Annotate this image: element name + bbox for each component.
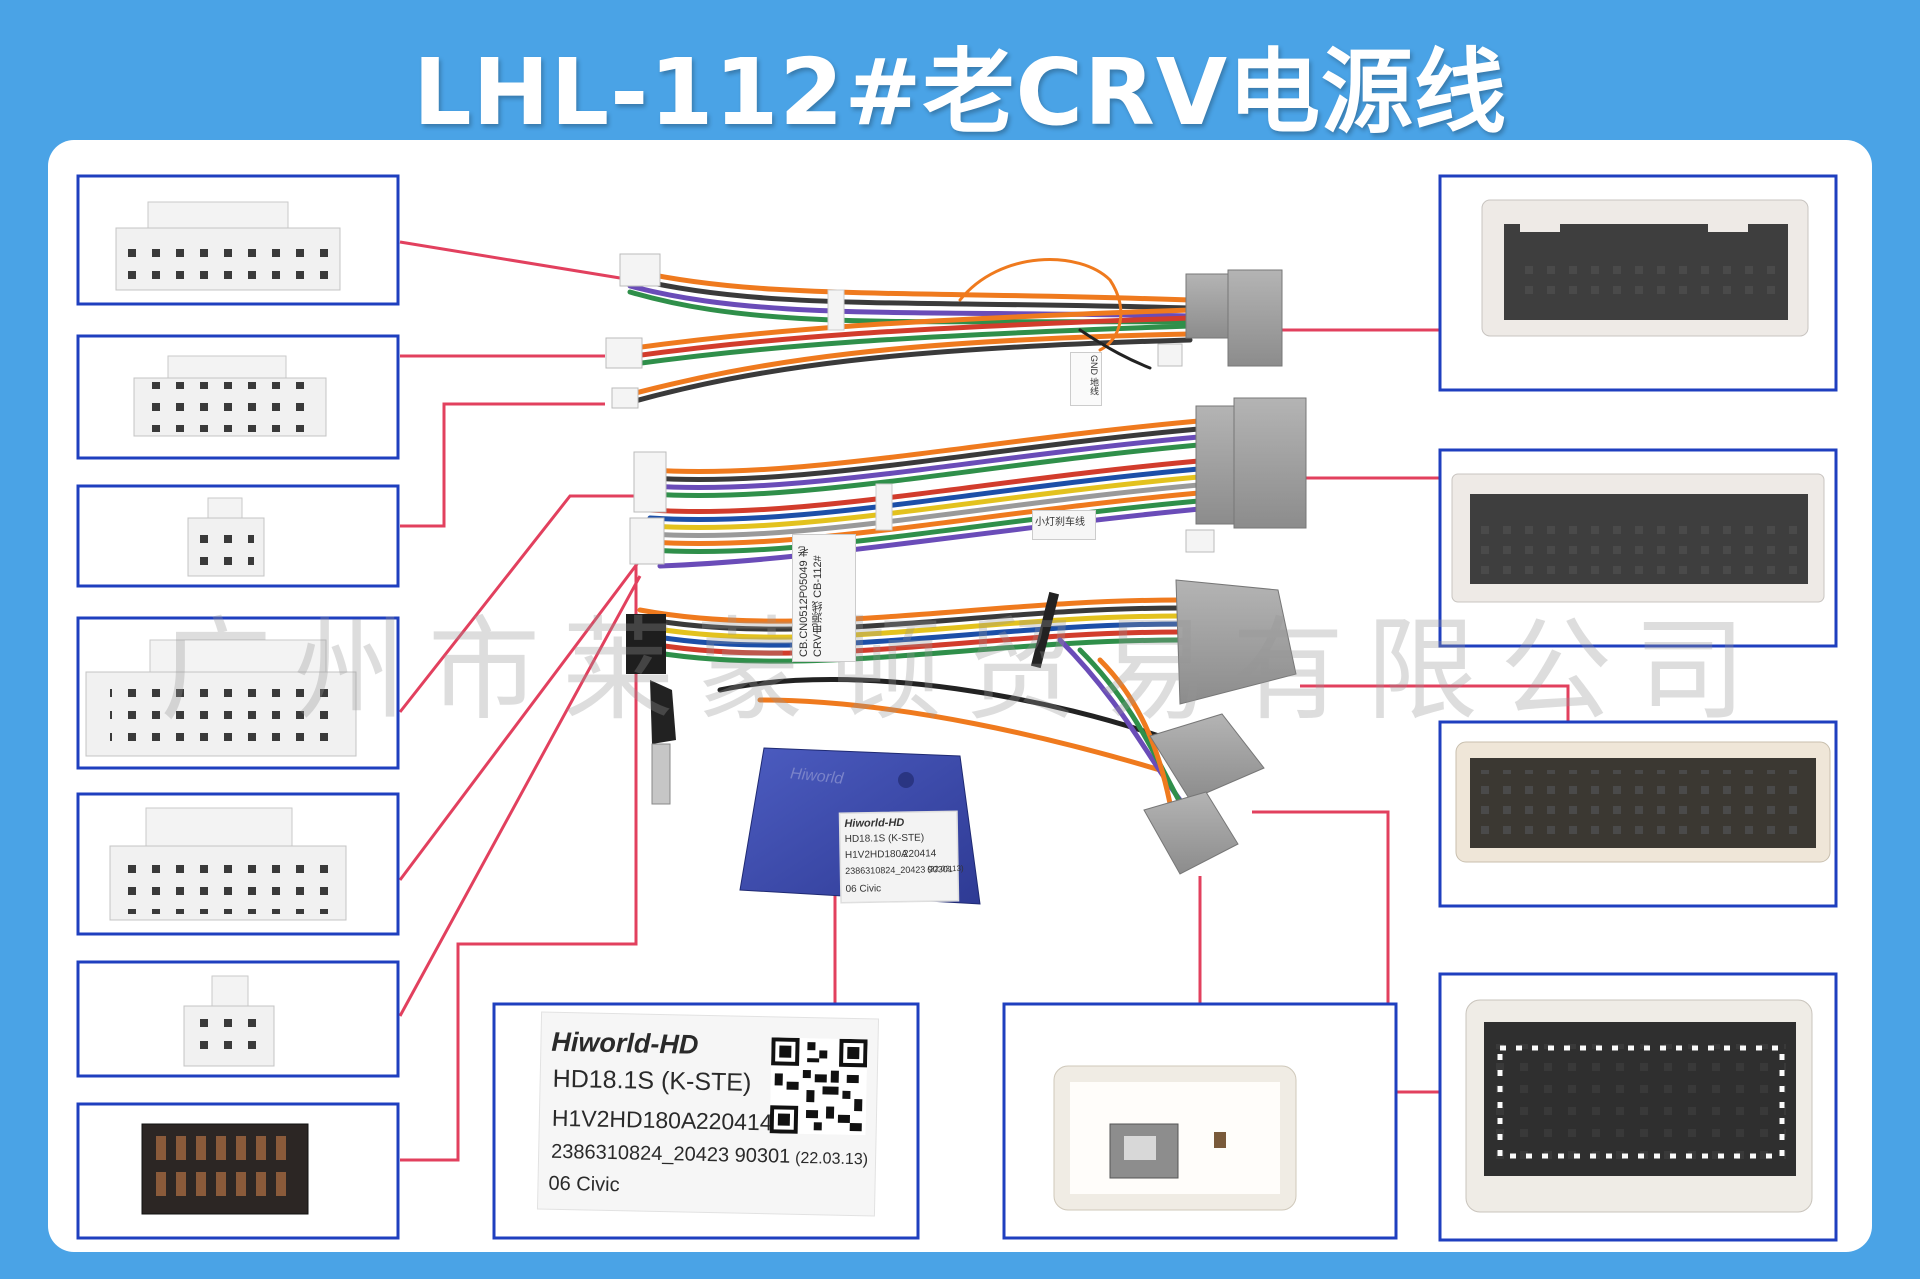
label-vehicle: 06 Civic bbox=[548, 1172, 620, 1197]
label-brand: Hiworld-HD bbox=[551, 1026, 699, 1060]
label-firmware-date: (22.03.13) bbox=[794, 1149, 869, 1169]
antenna-plug-icon bbox=[1053, 1065, 1297, 1211]
mini-line3b: 220414 bbox=[902, 848, 937, 860]
mini-line3: H1V2HD180A bbox=[844, 848, 908, 861]
connector-icon bbox=[85, 201, 357, 1215]
mini-line5: 06 Civic bbox=[845, 883, 882, 895]
module-sticker: Hiworld-HD HD18.1S (K-STE) H1V2HD180A 22… bbox=[839, 810, 964, 904]
connector-icon bbox=[1451, 199, 1831, 1213]
wire-harness-icon bbox=[605, 253, 1307, 875]
mini-line2: HD18.1S (K-STE) bbox=[844, 832, 925, 845]
harness-model-tag: CB.CN0512P05049 老CRV电源线 CB-112# bbox=[792, 534, 856, 662]
brake-tag: 小灯刹车线 bbox=[1032, 510, 1096, 540]
label-serial: 2386310824_20423 90301 bbox=[550, 1140, 791, 1168]
page-title: LHL-112#老CRV电源线 bbox=[412, 39, 1508, 146]
label-part-number: H1V2HD180A bbox=[551, 1104, 697, 1134]
mini-line4b: (22.03.13) bbox=[927, 863, 964, 874]
qr-code-icon bbox=[769, 1037, 868, 1136]
harness-code: CB.CN0512P05049 bbox=[798, 560, 810, 657]
module-label-zoom: Hiworld-HD HD18.1S (K-STE) H1V2HD180A 22… bbox=[537, 1012, 879, 1216]
gnd-tag: GND 地线 bbox=[1070, 352, 1102, 406]
label-model: HD18.1S (K-STE) bbox=[552, 1064, 752, 1097]
label-date-code: 220414 bbox=[695, 1107, 773, 1136]
leader-lines bbox=[398, 240, 1570, 1162]
mini-line1: Hiworld-HD bbox=[844, 816, 905, 830]
